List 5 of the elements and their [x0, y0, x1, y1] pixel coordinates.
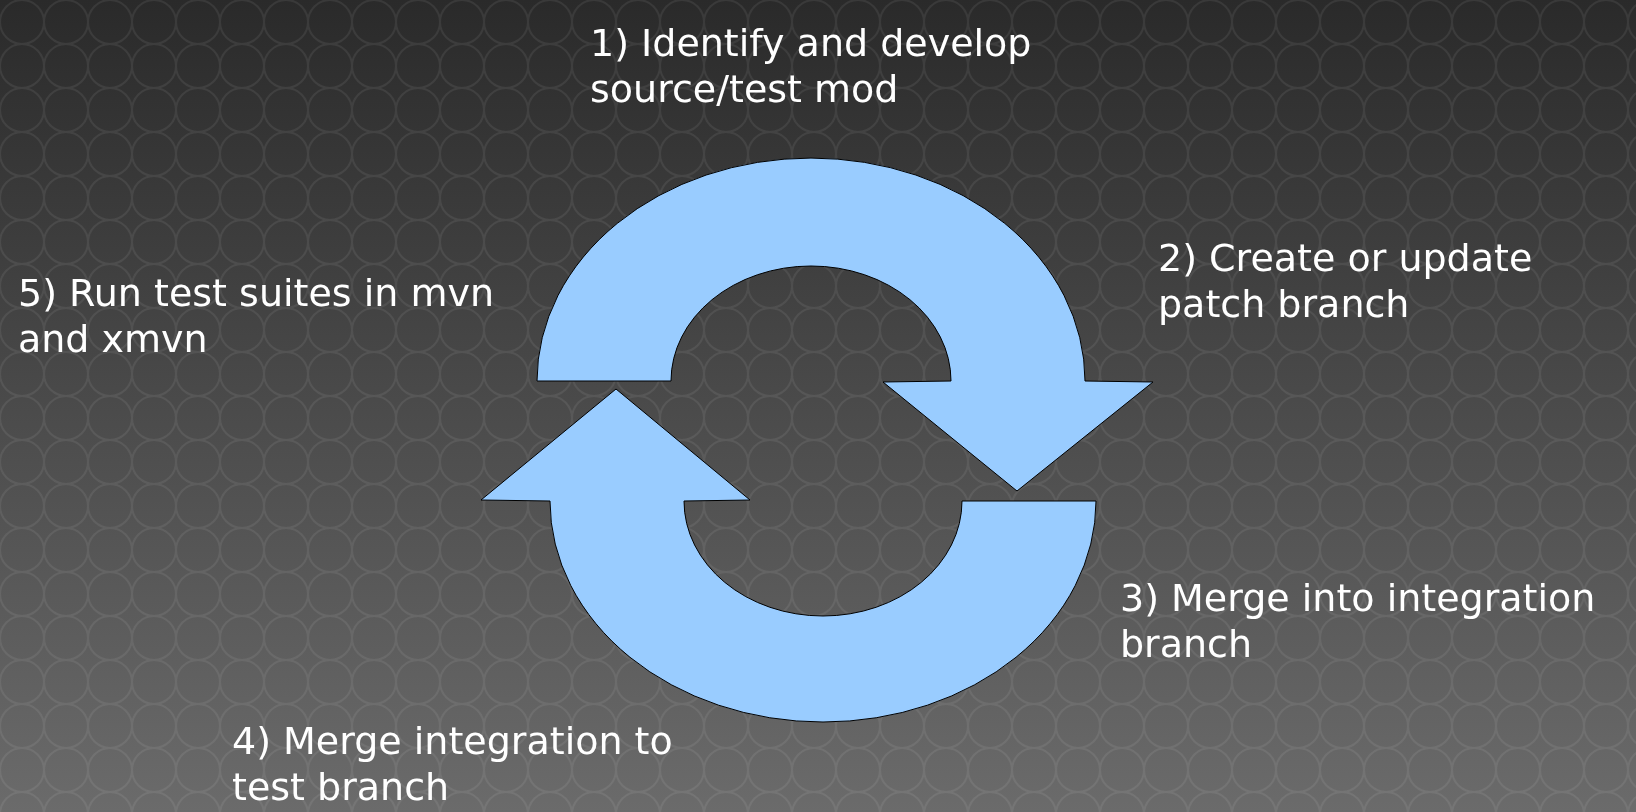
- step-label: 1) Identify and develop source/test mod: [590, 20, 1033, 112]
- step-label: 3) Merge into integration branch: [1120, 575, 1597, 667]
- step-label: 2) Create or update patch branch: [1158, 235, 1534, 327]
- step-label: 5) Run test suites in mvn and xmvn: [18, 270, 495, 362]
- step-label: 4) Merge integration to test branch: [232, 718, 674, 810]
